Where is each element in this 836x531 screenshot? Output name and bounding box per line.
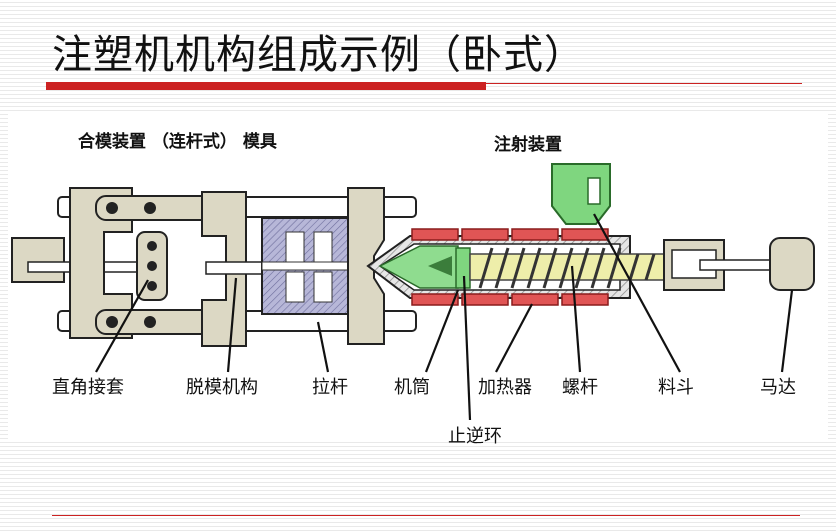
- hopper: [551, 163, 611, 225]
- screw: [469, 247, 667, 289]
- label-toggle-sleeve: 直角接套: [52, 377, 124, 398]
- label-heater: 加热器: [478, 377, 532, 398]
- label-motor: 马达: [760, 377, 796, 398]
- label-barrel: 机筒: [394, 377, 430, 398]
- slide-title: 注塑机机构组成示例（卧式）: [52, 32, 585, 78]
- drive-unit: [663, 237, 815, 291]
- title-underline-bar: [46, 82, 486, 90]
- injection-unit-header: 注射装置: [494, 135, 562, 155]
- leader-lines: [95, 213, 794, 421]
- motor-body: [769, 237, 815, 291]
- mold: [261, 217, 357, 315]
- title-underline-thin: [486, 83, 802, 84]
- fixed-platen: [347, 187, 385, 345]
- label-check-ring: 止逆环: [448, 426, 502, 447]
- heater-bands: [411, 228, 609, 306]
- footer-line: [52, 515, 800, 516]
- check-ring: [455, 247, 471, 289]
- moving-platen: [201, 191, 287, 347]
- label-ejector: 脱模机构: [186, 377, 258, 398]
- label-tie-bar: 拉杆: [312, 377, 348, 398]
- clamp-unit-header: 合模装置 （连杆式） 模具: [78, 132, 277, 152]
- label-hopper: 料斗: [658, 377, 694, 398]
- label-screw: 螺杆: [562, 377, 598, 398]
